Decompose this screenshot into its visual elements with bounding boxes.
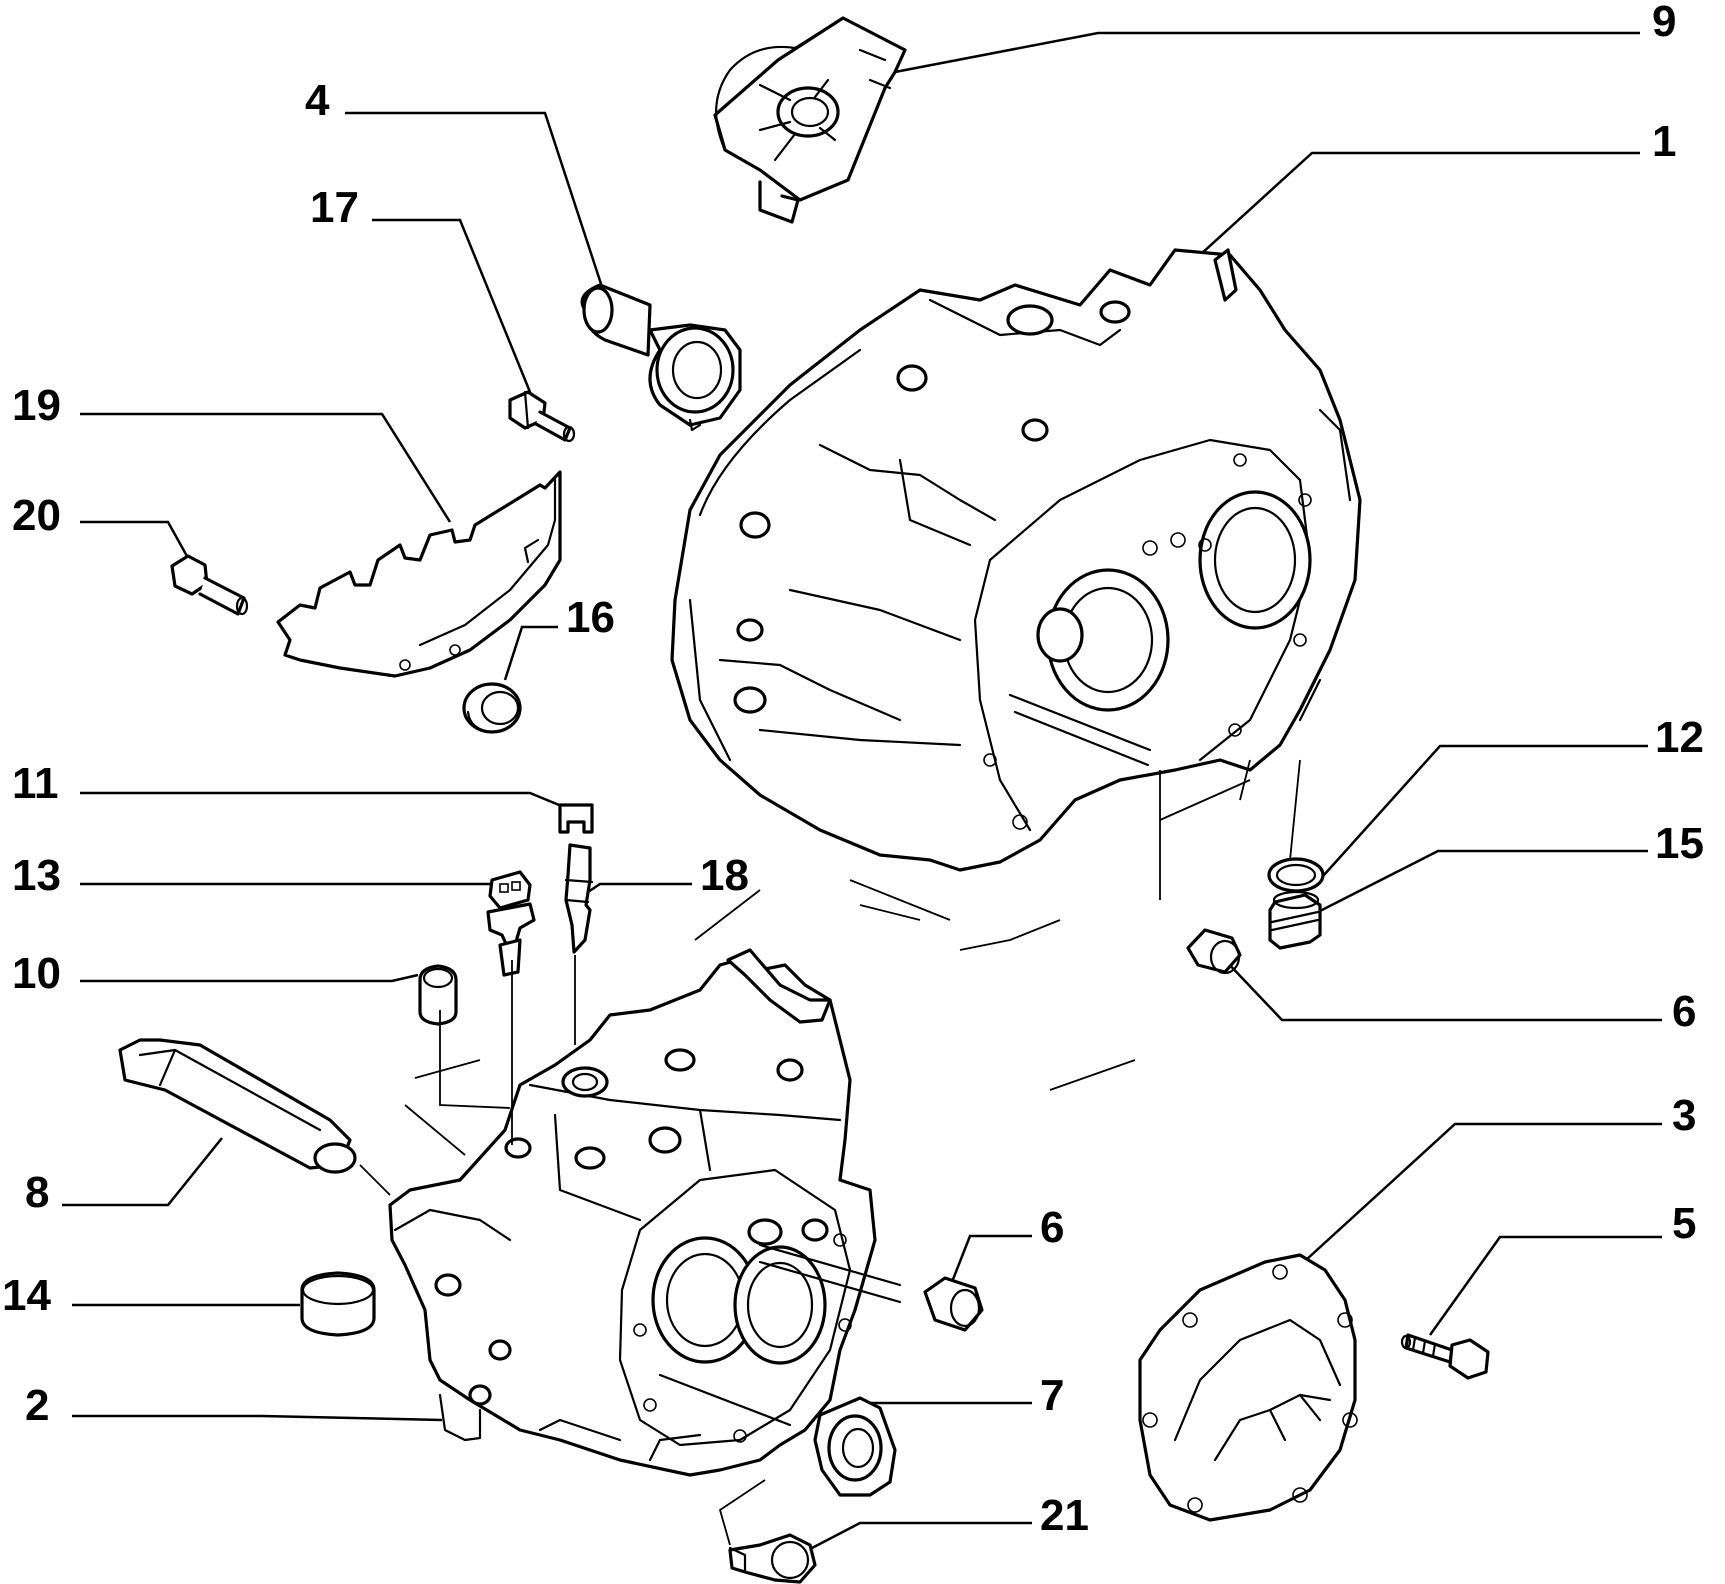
leader-11 <box>80 791 577 814</box>
leader-2 <box>72 1414 443 1422</box>
assembly-lines <box>359 759 1301 1546</box>
callout-label-1[interactable]: 1 <box>1652 117 1676 166</box>
part-11-connector[interactable] <box>558 803 594 834</box>
part-17-bolt[interactable] <box>508 390 576 443</box>
callout-label-6-upper[interactable]: 6 <box>1672 987 1696 1036</box>
callout-label-11[interactable]: 11 <box>12 759 59 808</box>
leader-lines <box>62 31 1662 1550</box>
callout-label-9[interactable]: 9 <box>1652 0 1676 46</box>
leader-5 <box>1428 1235 1662 1336</box>
part-19-shield-plate[interactable] <box>276 470 562 678</box>
callout-label-15[interactable]: 15 <box>1655 819 1704 868</box>
part-16-plug[interactable] <box>462 682 522 734</box>
leader-6-lower <box>948 1234 1032 1288</box>
leader-8 <box>62 1137 223 1207</box>
callout-label-3[interactable]: 3 <box>1672 1091 1696 1140</box>
callout-labels: 9 1 4 17 19 20 16 11 12 13 18 15 10 6 3 … <box>2 0 1704 1540</box>
leader-3 <box>1294 1122 1662 1271</box>
part-6-upper-dowel[interactable] <box>1186 928 1242 975</box>
leader-18 <box>587 882 692 894</box>
part-12-o-ring[interactable] <box>1267 857 1325 893</box>
callout-label-18[interactable]: 18 <box>700 851 749 900</box>
callout-label-2[interactable]: 2 <box>25 1381 49 1430</box>
callout-label-16[interactable]: 16 <box>566 593 615 642</box>
part-18-sensor[interactable] <box>564 843 594 954</box>
leader-6-upper <box>1224 959 1662 1022</box>
part-3-end-cover[interactable] <box>1138 1253 1358 1522</box>
leader-13 <box>80 882 504 903</box>
callout-label-6-lower[interactable]: 6 <box>1040 1203 1064 1252</box>
part-15-drain-plug[interactable] <box>1268 890 1322 950</box>
callout-label-13[interactable]: 13 <box>12 851 61 900</box>
callout-label-4[interactable]: 4 <box>305 76 330 125</box>
leader-19 <box>80 412 452 523</box>
callout-label-10[interactable]: 10 <box>12 949 61 998</box>
part-21-sensor-clip[interactable] <box>728 1533 817 1584</box>
part-20-bolt[interactable] <box>170 554 249 616</box>
part-9-clutch-shield[interactable] <box>713 16 907 224</box>
callout-label-5[interactable]: 5 <box>1672 1199 1696 1248</box>
leader-15 <box>1317 849 1648 914</box>
part-10-dowel[interactable] <box>418 964 458 1026</box>
part-13-switch[interactable] <box>486 870 536 977</box>
part-1-gearbox-housing[interactable] <box>670 248 1362 872</box>
part-8-oil-guide[interactable] <box>118 1038 357 1174</box>
leader-16 <box>503 625 558 681</box>
leader-4 <box>345 111 605 291</box>
callout-label-12[interactable]: 12 <box>1655 713 1704 762</box>
callout-label-19[interactable]: 19 <box>12 381 61 430</box>
leader-12 <box>1323 744 1648 876</box>
part-5-bolt[interactable] <box>1400 1333 1490 1380</box>
part-4-bearing-guide[interactable] <box>580 283 742 432</box>
callout-label-8[interactable]: 8 <box>25 1168 49 1217</box>
callout-label-7[interactable]: 7 <box>1040 1371 1064 1420</box>
part-6-lower-dowel[interactable] <box>923 1276 984 1332</box>
leader-10 <box>80 973 419 983</box>
part-7-cover-plate[interactable] <box>813 1396 897 1497</box>
part-14-cap[interactable] <box>300 1271 376 1337</box>
leader-9 <box>894 31 1640 74</box>
leader-20 <box>80 520 190 559</box>
callout-label-20[interactable]: 20 <box>12 491 61 540</box>
callout-label-14[interactable]: 14 <box>2 1271 51 1320</box>
part-2-gearbox-case[interactable] <box>388 948 902 1477</box>
leader-21 <box>811 1521 1032 1550</box>
leader-17 <box>372 218 532 393</box>
callout-label-21[interactable]: 21 <box>1040 1491 1089 1540</box>
callout-label-17[interactable]: 17 <box>310 183 359 232</box>
